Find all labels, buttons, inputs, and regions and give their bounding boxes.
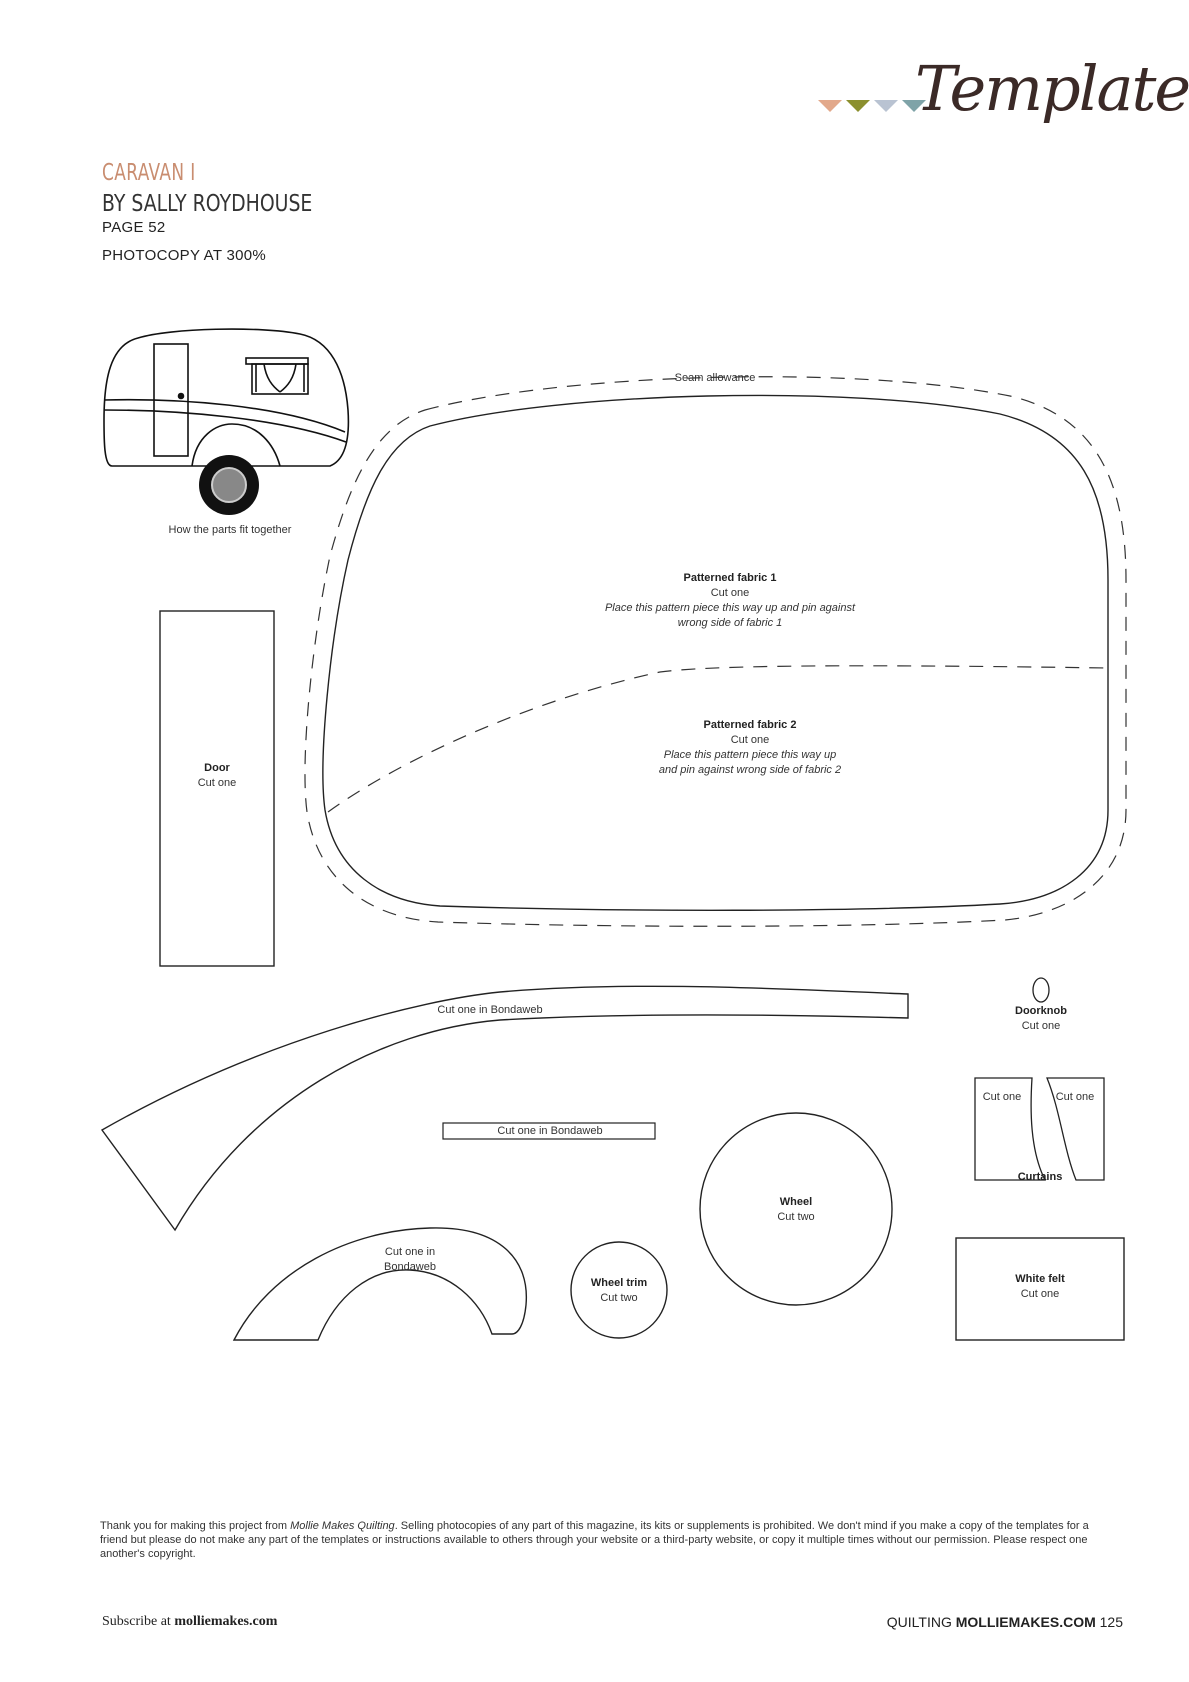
pf2-note-1: Place this pattern piece this way up — [663, 749, 837, 761]
caravan-illustration — [103, 328, 350, 467]
pf1-cut: Cut one — [710, 587, 750, 599]
wheel-trim-label: Wheel trim Cut two — [569, 1276, 669, 1306]
curtain-right-piece — [1046, 1077, 1105, 1181]
door-label: Door Cut one — [170, 761, 264, 791]
note-magazine: Mollie Makes Quilting — [290, 1520, 395, 1532]
bunting-icon — [818, 100, 926, 112]
how-fit-label: How the parts fit together — [168, 524, 292, 536]
doorknob-piece — [1032, 977, 1050, 1003]
arch-piece — [232, 1227, 528, 1341]
pf1-title: Patterned fabric 1 — [683, 572, 777, 584]
doorknob-cut: Cut one — [1021, 1020, 1061, 1032]
footer-site: MOLLIEMAKES.COM — [955, 1614, 1096, 1630]
door-title: Door — [204, 762, 230, 774]
wheel-trim-cut: Cut two — [600, 1292, 638, 1304]
arch-line-1: Cut one in — [384, 1246, 436, 1258]
curtain-right-label: Cut one — [1055, 1091, 1095, 1103]
templates-script-logo: Templates — [915, 52, 1189, 125]
long-stripe-label: Cut one in Bondaweb — [437, 1004, 543, 1016]
curtain-left-piece — [974, 1077, 1047, 1181]
arch-label: Cut one in Bondaweb — [360, 1245, 460, 1275]
white-felt-piece — [955, 1237, 1125, 1341]
note-post: . Selling photocopies of any part of thi… — [100, 1520, 1089, 1560]
seam-allowance-line — [304, 376, 1127, 927]
doorknob-label: Doorknob Cut one — [991, 1004, 1091, 1034]
curtain-left-label: Cut one — [982, 1091, 1022, 1103]
doorknob-title: Doorknob — [1015, 1005, 1067, 1017]
body-piece — [322, 394, 1109, 911]
arch-line-2: Bondaweb — [384, 1261, 436, 1273]
door-piece — [159, 610, 275, 967]
white-felt-label: White felt Cut one — [990, 1272, 1090, 1302]
subscribe-site[interactable]: molliemakes.com — [174, 1614, 278, 1629]
seam-label: Seam allowance — [674, 372, 756, 384]
subscribe-pre: Subscribe at — [102, 1614, 175, 1629]
caravan-wheel-icon — [199, 455, 259, 515]
door-cut: Cut one — [197, 777, 237, 789]
project-page: PAGE 52 — [102, 219, 166, 236]
page-number: 125 — [1099, 1614, 1123, 1630]
short-stripe-label: Cut one in Bondaweb — [497, 1125, 603, 1137]
curtains-label: Curtains — [1000, 1170, 1080, 1185]
copyright-note: Thank you for making this project from M… — [100, 1519, 1090, 1561]
pf2-label: Patterned fabric 2 Cut one Place this pa… — [600, 718, 900, 778]
footer-section: QUILTING — [886, 1614, 956, 1630]
pf2-cut: Cut one — [730, 734, 770, 746]
page-footer: QUILTING MOLLIEMAKES.COM 125 — [887, 1614, 1123, 1630]
white-felt-title: White felt — [1015, 1273, 1065, 1285]
wheel-trim-title: Wheel trim — [590, 1277, 648, 1289]
project-byline: BY SALLY ROYDHOUSE — [102, 191, 313, 217]
short-stripe-piece — [442, 1122, 656, 1140]
white-felt-cut: Cut one — [1020, 1288, 1060, 1300]
note-pre: Thank you for making this project from — [100, 1520, 291, 1532]
subscribe-line: Subscribe at molliemakes.com — [102, 1614, 277, 1630]
wheel-piece — [699, 1112, 893, 1306]
project-title: CARAVAN I — [102, 160, 196, 186]
curtains-title: Curtains — [1017, 1171, 1063, 1183]
long-stripe-piece — [100, 985, 909, 1232]
wheel-label: Wheel Cut two — [746, 1195, 846, 1225]
pf1-label: Patterned fabric 1 Cut one Place this pa… — [580, 571, 880, 631]
pf2-title: Patterned fabric 2 — [703, 719, 797, 731]
pf2-note-2: and pin against wrong side of fabric 2 — [658, 764, 842, 776]
wheel-cut: Cut two — [777, 1211, 815, 1223]
wheel-trim-piece — [570, 1241, 668, 1339]
pf1-note-1: Place this pattern piece this way up and… — [604, 602, 856, 614]
wheel-title: Wheel — [779, 1196, 813, 1208]
pf1-note-2: wrong side of fabric 1 — [677, 617, 783, 629]
photocopy-note: PHOTOCOPY AT 300% — [102, 247, 267, 264]
